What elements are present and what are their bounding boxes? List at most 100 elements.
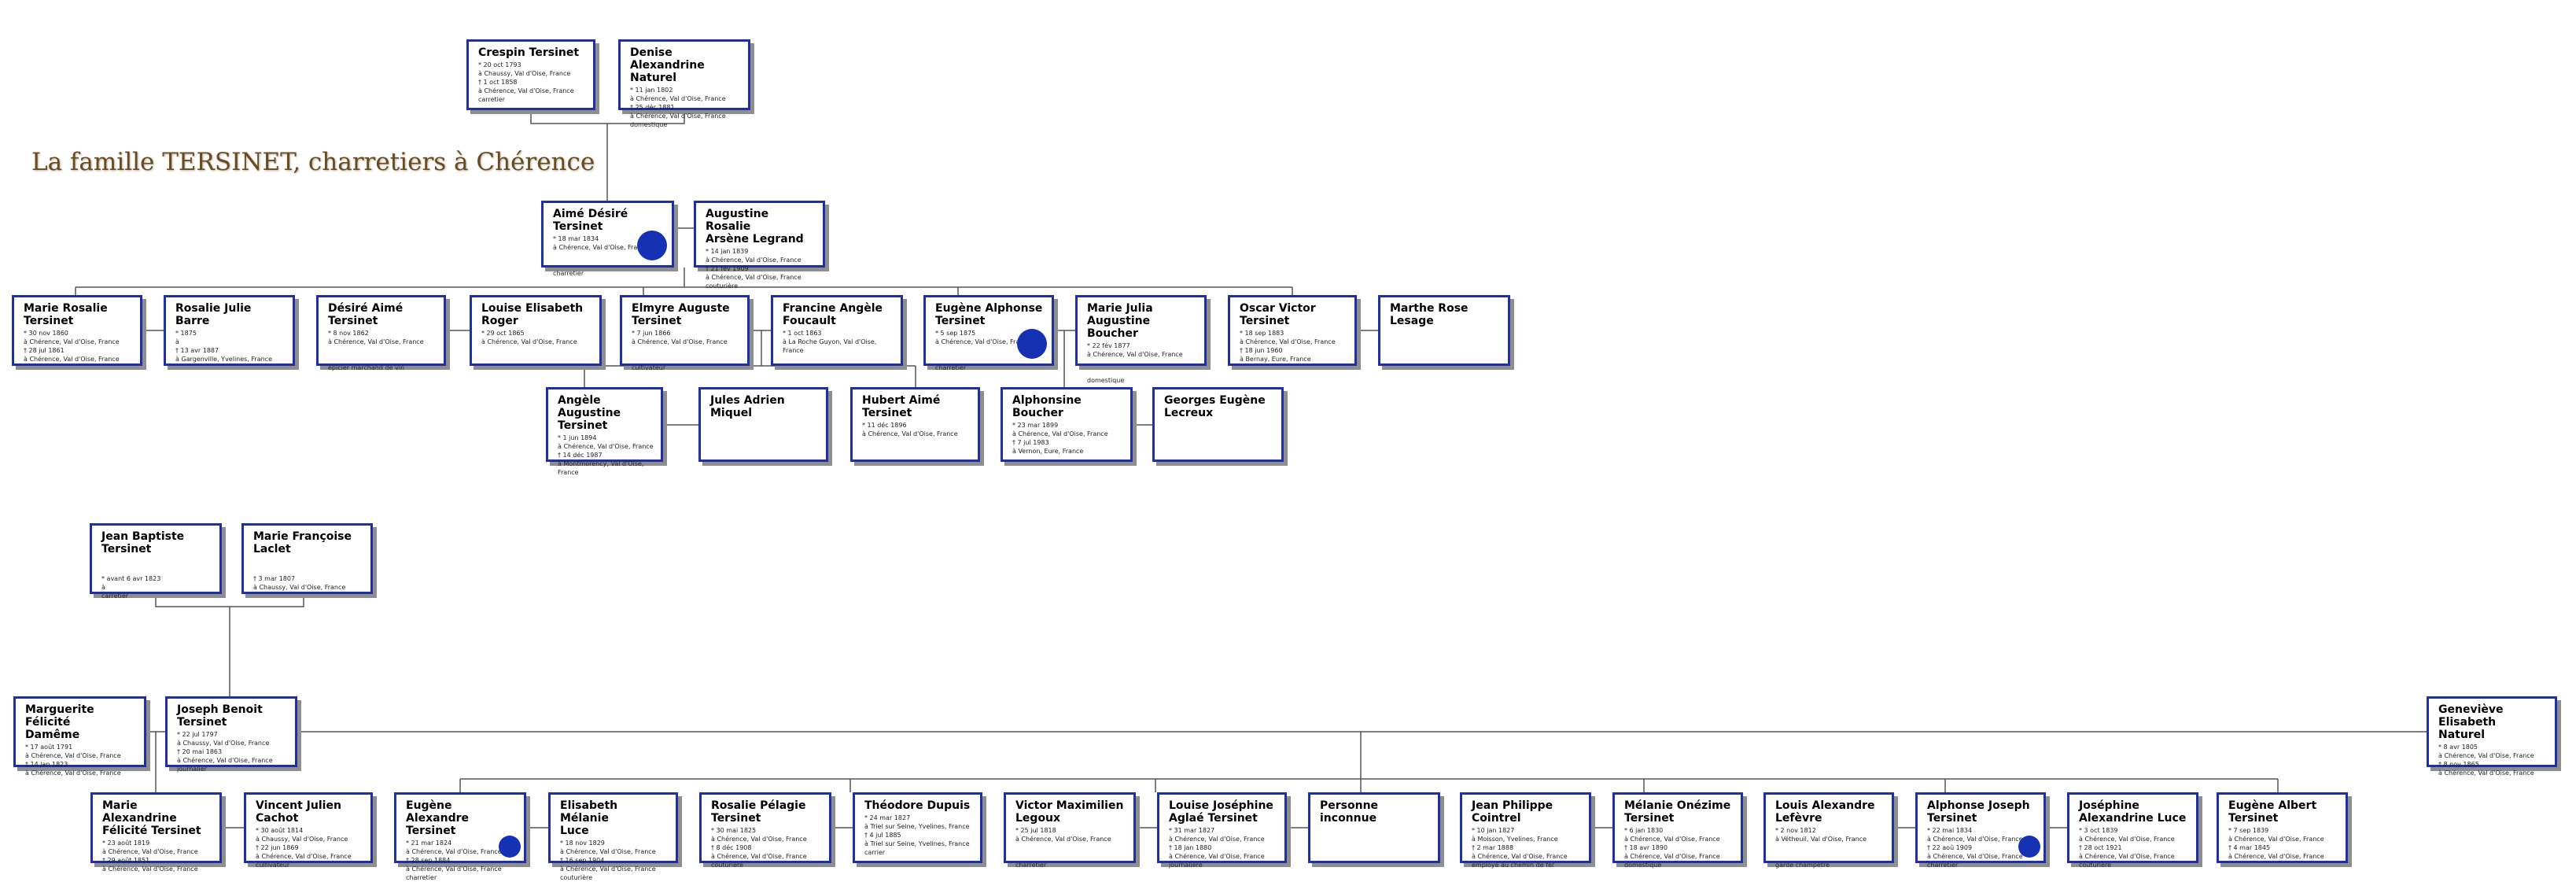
person-card-joseph-benoit[interactable]: Joseph Benoit Tersinet * 22 jul 1797 à C…	[165, 696, 297, 773]
person-card-marie-alexandrine[interactable]: Marie Alexandrine Félicité Tersinet * 23…	[90, 792, 222, 873]
person-details: * 14 jan 1839 à Chérence, Val d'Oise, Fr…	[706, 248, 802, 290]
person-card-louis-alexandre[interactable]: Louis Alexandre Lefèvre * 2 nov 1812 à V…	[1763, 792, 1894, 869]
photo-thumbnail[interactable]	[499, 836, 521, 858]
person-card-eugene-albert[interactable]: Eugène Albert Tersinet * 7 sep 1839 à Ch…	[2217, 792, 2348, 863]
person-name: Louise Elisabeth Roger	[481, 302, 584, 327]
person-card-genevieve[interactable]: Geneviève Elisabeth Naturel * 8 avr 1805…	[2427, 696, 2557, 777]
person-name: Jules Adrien Miquel	[710, 394, 785, 419]
person-card-oscar[interactable]: Oscar Victor Tersinet * 18 sep 1883 à Ch…	[1228, 295, 1357, 366]
person-card-victor[interactable]: Victor Maximilien Legoux * 25 jul 1818 à…	[1004, 792, 1136, 869]
person-details: * 30 août 1814 à Chaussy, Val d'Oise, Fr…	[256, 827, 352, 869]
person-card-marthe[interactable]: Marthe Rose Lesage	[1378, 295, 1510, 366]
photo-thumbnail[interactable]	[2018, 836, 2040, 858]
person-card-theodore[interactable]: Théodore Dupuis * 24 mar 1827 à Triel su…	[853, 792, 982, 863]
person-details: * 25 jul 1818 à Chérence, Val d'Oise, Fr…	[1015, 827, 1111, 869]
person-card-eugene-alphonse[interactable]: Eugène Alphonse Tersinet * 5 sep 1875 à …	[923, 295, 1054, 371]
photo-thumbnail[interactable]	[637, 231, 667, 260]
person-card-hubert[interactable]: Hubert Aimé Tersinet * 11 déc 1896 à Ché…	[850, 387, 980, 462]
person-details: * 30 mai 1825 à Chérence, Val d'Oise, Fr…	[711, 827, 807, 869]
person-details: * 1 jun 1894 à Chérence, Val d'Oise, Fra…	[558, 434, 654, 476]
person-name: Crespin Tersinet	[478, 46, 580, 59]
person-name: Jean Baptiste Tersinet	[101, 530, 185, 555]
person-details: * 18 sep 1883 à Chérence, Val d'Oise, Fr…	[1240, 330, 1336, 363]
person-name: Mélanie Onézime Tersinet	[1624, 799, 1731, 825]
person-details: * 22 fév 1877 à Chérence, Val d'Oise, Fr…	[1087, 342, 1183, 384]
person-card-angele[interactable]: Angèle Augustine Tersinet * 1 jun 1894 à…	[546, 387, 663, 476]
person-details: * 17 août 1791 à Chérence, Val d'Oise, F…	[25, 744, 121, 777]
person-details: * 11 déc 1896 à Chérence, Val d'Oise, Fr…	[862, 422, 958, 437]
person-name: Geneviève Elisabeth Naturel	[2438, 703, 2504, 741]
person-name: Alphonse Joseph Tersinet	[1927, 799, 2030, 825]
person-card-josephine[interactable]: Joséphine Alexandrine Luce * 3 oct 1839 …	[2067, 792, 2198, 869]
person-name: Marguerite Félicité Damême	[25, 703, 94, 741]
person-card-vincent[interactable]: Vincent Julien Cachot * 30 août 1814 à C…	[244, 792, 373, 869]
person-card-elmyre[interactable]: Elmyre Auguste Tersinet * 7 jun 1866 à C…	[620, 295, 750, 371]
person-card-eugene-alexandre[interactable]: Eugène Alexandre Tersinet * 21 mar 1824 …	[394, 792, 526, 881]
person-card-alphonse-joseph[interactable]: Alphonse Joseph Tersinet * 22 mai 1834 à…	[1915, 792, 2046, 869]
person-name: Théodore Dupuis	[864, 799, 971, 812]
person-card-desire-aime[interactable]: Désiré Aimé Tersinet * 8 nov 1862 à Chér…	[316, 295, 446, 371]
person-details: † 3 mar 1807 à Chaussy, Val d'Oise, Fran…	[253, 575, 346, 591]
person-card-jules[interactable]: Jules Adrien Miquel	[698, 387, 828, 462]
person-card-jean-baptiste[interactable]: Jean Baptiste Tersinet * avant 6 avr 182…	[90, 523, 222, 600]
person-card-louise-josephine[interactable]: Louise Joséphine Aglaé Tersinet * 31 mar…	[1157, 792, 1287, 869]
person-details: * 11 jan 1802 à Chérence, Val d'Oise, Fr…	[630, 87, 726, 128]
person-details: * 23 août 1819 à Chérence, Val d'Oise, F…	[102, 840, 198, 873]
person-card-rosalie-pelagie[interactable]: Rosalie Pélagie Tersinet * 30 mai 1825 à…	[699, 792, 831, 869]
person-name: Personne inconnue	[1320, 799, 1379, 825]
person-name: Alphonsine Boucher	[1012, 394, 1082, 419]
person-card-marie-rosalie[interactable]: Marie Rosalie Tersinet * 30 nov 1860 à C…	[12, 295, 142, 366]
person-details: * 8 nov 1862 à Chérence, Val d'Oise, Fra…	[328, 330, 424, 371]
person-card-personne-inconnue[interactable]: Personne inconnue	[1308, 792, 1440, 863]
person-details: * 7 jun 1866 à Chérence, Val d'Oise, Fra…	[632, 330, 728, 371]
person-details: * 8 avr 1805 à Chérence, Val d'Oise, Fra…	[2438, 744, 2534, 777]
person-name: Désiré Aimé Tersinet	[328, 302, 404, 327]
person-details: * 22 mai 1834 à Chérence, Val d'Oise, Fr…	[1927, 827, 2023, 869]
page-title: La famille TERSINET, charretiers à Chére…	[31, 148, 595, 176]
person-name: Augustine Rosalie Arsène Legrand	[706, 208, 804, 245]
person-name: Rosalie Pélagie Tersinet	[711, 799, 806, 825]
person-card-marguerite[interactable]: Marguerite Félicité Damême * 17 août 179…	[13, 696, 146, 777]
person-name: Marie Alexandrine Félicité Tersinet	[102, 799, 201, 837]
person-name: Georges Eugène Lecreux	[1164, 394, 1266, 419]
person-name: Oscar Victor Tersinet	[1240, 302, 1316, 327]
person-card-francine[interactable]: Francine Angèle Foucault * 1 oct 1863 à …	[771, 295, 903, 366]
person-name: Francine Angèle Foucault	[783, 302, 883, 327]
person-name: Louis Alexandre Lefèvre	[1775, 799, 1875, 825]
person-details: * 29 oct 1865 à Chérence, Val d'Oise, Fr…	[481, 330, 577, 345]
person-name: Hubert Aimé Tersinet	[862, 394, 941, 419]
person-name: Marie Rosalie Tersinet	[24, 302, 108, 327]
person-card-crespin[interactable]: Crespin Tersinet * 20 oct 1793 à Chaussy…	[466, 39, 595, 110]
person-name: Elisabeth Mélanie Luce	[560, 799, 618, 837]
person-card-marie-francoise[interactable]: Marie Françoise Laclet † 3 mar 1807 à Ch…	[241, 523, 373, 594]
person-card-melanie[interactable]: Mélanie Onézime Tersinet * 6 jan 1830 à …	[1612, 792, 1743, 869]
person-card-louise-elisabeth[interactable]: Louise Elisabeth Roger * 29 oct 1865 à C…	[470, 295, 602, 366]
person-details: * 3 oct 1839 à Chérence, Val d'Oise, Fra…	[2079, 827, 2175, 869]
person-details: * 31 mar 1827 à Chérence, Val d'Oise, Fr…	[1169, 827, 1265, 869]
person-name: Eugène Albert Tersinet	[2228, 799, 2317, 825]
photo-thumbnail[interactable]	[1017, 329, 1047, 359]
person-details: * 18 nov 1829 à Chérence, Val d'Oise, Fr…	[560, 840, 656, 881]
person-details: * 20 oct 1793 à Chaussy, Val d'Oise, Fra…	[478, 61, 574, 103]
person-details: * 2 nov 1812 à Vétheuil, Val d'Oise, Fra…	[1775, 827, 1867, 869]
person-card-denise[interactable]: Denise Alexandrine Naturel * 11 jan 1802…	[618, 39, 750, 128]
person-details: * avant 6 avr 1823 à carretier	[101, 575, 161, 600]
person-card-elisabeth-melanie[interactable]: Elisabeth Mélanie Luce * 18 nov 1829 à C…	[548, 792, 678, 881]
person-card-georges[interactable]: Georges Eugène Lecreux	[1152, 387, 1284, 462]
person-details: * 30 nov 1860 à Chérence, Val d'Oise, Fr…	[24, 330, 120, 363]
person-name: Aimé Désiré Tersinet	[553, 208, 628, 233]
person-card-aime[interactable]: Aimé Désiré Tersinet * 18 mar 1834 à Ché…	[541, 201, 674, 277]
person-name: Eugène Alexandre Tersinet	[406, 799, 469, 837]
person-name: Victor Maximilien Legoux	[1015, 799, 1124, 825]
person-details: * 7 sep 1839 à Chérence, Val d'Oise, Fra…	[2228, 827, 2324, 860]
person-card-augustine[interactable]: Augustine Rosalie Arsène Legrand * 14 ja…	[694, 201, 825, 290]
person-details: * 1 oct 1863 à La Roche Guyon, Val d'Ois…	[783, 330, 877, 354]
person-card-alphonsine[interactable]: Alphonsine Boucher * 23 mar 1899 à Chére…	[1001, 387, 1133, 462]
person-card-jean-philippe[interactable]: Jean Philippe Cointrel * 10 jan 1827 à M…	[1460, 792, 1591, 869]
person-name: Denise Alexandrine Naturel	[630, 46, 705, 84]
person-card-rosalie-julie[interactable]: Rosalie Julie Barre * 1875 à † 13 avr 18…	[164, 295, 295, 366]
person-card-marie-julia[interactable]: Marie Julia Augustine Boucher * 22 fév 1…	[1075, 295, 1207, 384]
person-name: Marie Julia Augustine Boucher	[1087, 302, 1153, 340]
person-name: Marthe Rose Lesage	[1390, 302, 1469, 327]
